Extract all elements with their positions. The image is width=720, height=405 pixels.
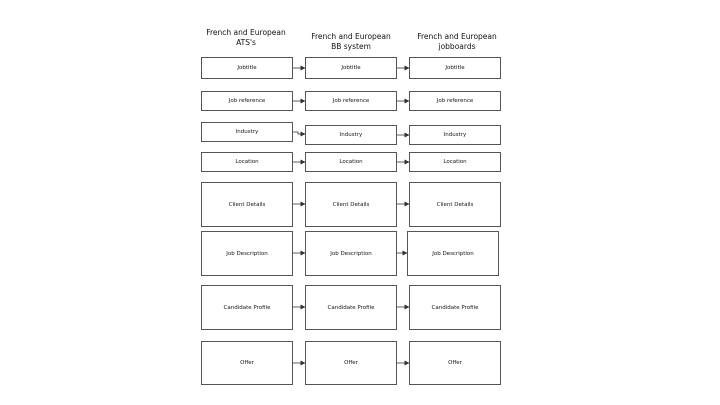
box-label: Location <box>235 159 259 165</box>
ats-job-description-box: Job Description <box>201 231 293 276</box>
box-label: Job reference <box>332 98 370 104</box>
box-label: Industry <box>339 132 363 138</box>
ats-candidate-profile-box: Candidate Profile <box>201 285 293 330</box>
bb-industry-box: Industry <box>305 125 397 145</box>
box-label: Offer <box>448 360 462 366</box>
ats-offer-box: Offer <box>201 341 293 385</box>
ats-industry-box: Industry <box>201 122 293 142</box>
jobboard-industry-box: Industry <box>409 125 501 145</box>
jobboard-jobtitle-box: Jobtitle <box>409 57 501 79</box>
box-label: Job reference <box>436 98 474 104</box>
ats-client-details-box: Client Details <box>201 182 293 227</box>
box-label: Offer <box>344 360 358 366</box>
box-label: Client Details <box>332 201 370 208</box>
ats-location-box: Location <box>201 152 293 172</box>
jobboard-candidate-profile-box: Candidate Profile <box>409 285 501 330</box>
column-header-bb-system: French and European BB system <box>311 32 391 51</box>
bb-job-reference-box: Job reference <box>305 91 397 111</box>
bb-client-details-box: Client Details <box>305 182 397 227</box>
bb-location-box: Location <box>305 152 397 172</box>
column-header-jobboards: French and European jobboards <box>417 32 497 51</box>
box-label: Job Description <box>226 250 268 257</box>
box-label: Client Details <box>228 201 266 208</box>
box-label: Location <box>443 159 467 165</box>
box-label: Jobtitle <box>341 65 361 71</box>
box-label: Job reference <box>228 98 266 104</box>
connector-arrow <box>293 131 306 137</box>
box-label: Candidate Profile <box>223 304 271 311</box>
box-label: Jobtitle <box>237 65 257 71</box>
column-header-ats: French and European ATS's <box>206 28 286 47</box>
box-label: Candidate Profile <box>327 304 375 311</box>
box-label: Industry <box>235 129 259 135</box>
box-label: Job Description <box>330 250 372 257</box>
box-label: Client Details <box>436 201 474 208</box>
box-label: Job Description <box>432 250 474 257</box>
box-label: Jobtitle <box>445 65 465 71</box>
box-label: Candidate Profile <box>431 304 479 311</box>
bb-job-description-box: Job Description <box>305 231 397 276</box>
bb-offer-box: Offer <box>305 341 397 385</box>
bb-candidate-profile-box: Candidate Profile <box>305 285 397 330</box>
jobboard-job-description-box: Job Description <box>407 231 499 276</box>
jobboard-offer-box: Offer <box>409 341 501 385</box>
bb-jobtitle-box: Jobtitle <box>305 57 397 79</box>
box-label: Industry <box>443 132 467 138</box>
ats-jobtitle-box: Jobtitle <box>201 57 293 79</box>
jobboard-job-reference-box: Job reference <box>409 91 501 111</box>
jobboard-location-box: Location <box>409 152 501 172</box>
jobboard-client-details-box: Client Details <box>409 182 501 227</box>
ats-job-reference-box: Job reference <box>201 91 293 111</box>
box-label: Location <box>339 159 363 165</box>
box-label: Offer <box>240 360 254 366</box>
